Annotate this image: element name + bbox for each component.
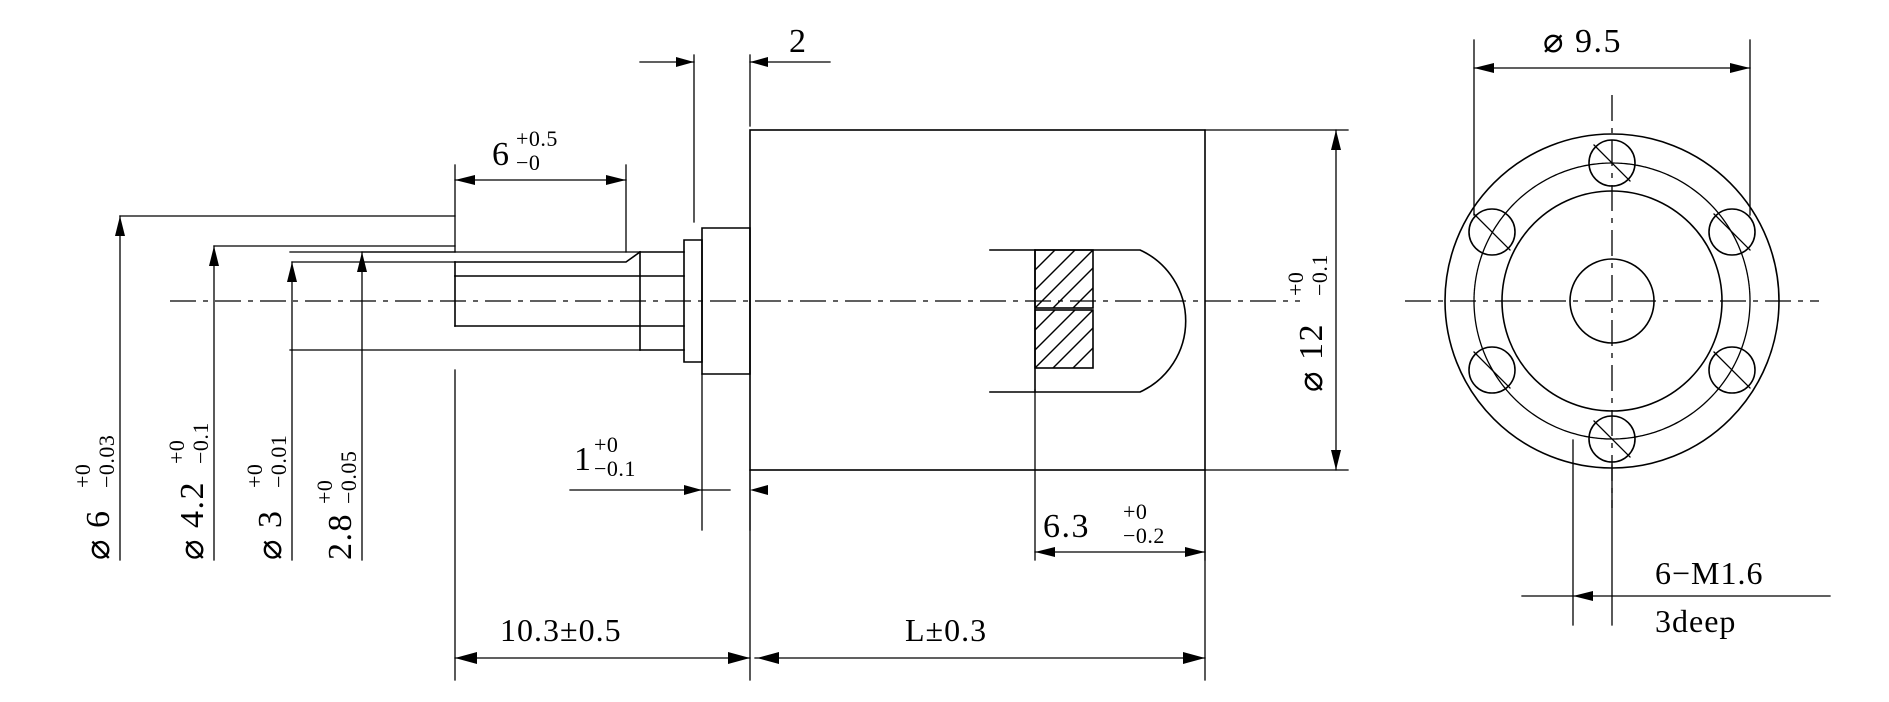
callout-thread-line1: 6−M1.6 — [1655, 555, 1764, 591]
arrowhead — [728, 652, 750, 664]
hatch-block-lower — [1034, 309, 1094, 369]
arrowhead — [676, 57, 694, 67]
hatch-block-upper — [1034, 249, 1094, 309]
arrowhead — [115, 216, 125, 236]
dim-label-63-base: 6.3 — [1043, 508, 1090, 545]
dimension-dia-6: ⌀ 6 +0 −0.03 — [70, 215, 456, 561]
dim-label-1-base: 1 — [574, 441, 593, 478]
arrowhead — [287, 262, 297, 282]
dim-label-1-lower-tol: −0.1 — [594, 456, 636, 481]
tapped-hole — [1708, 346, 1756, 394]
dimension-bolt-circle-9-5: ⌀ 9.5 — [1473, 23, 1751, 216]
dim-label-dia3-lower-tol: −0.01 — [266, 435, 291, 488]
hatch-lines-upper — [1034, 249, 1094, 309]
tapped-hole — [1708, 208, 1756, 256]
dim-label-dia42-upper-tol: +0 — [164, 440, 189, 464]
dim-label-63-upper-tol: +0 — [1123, 499, 1147, 524]
dim-label-dia95: ⌀ 9.5 — [1543, 23, 1622, 60]
arrowhead — [1183, 652, 1205, 664]
dim-label-63-lower-tol: −0.2 — [1123, 523, 1165, 548]
dim-label-dia12-upper-tol: +0 — [1283, 272, 1308, 296]
dim-label-dia42-lower-tol: −0.1 — [188, 422, 213, 464]
dim-label-L: L±0.3 — [905, 612, 987, 648]
dim-label-28-lower-tol: −0.05 — [336, 451, 361, 504]
arrowhead — [1331, 450, 1341, 470]
gearbox-collar — [683, 239, 703, 363]
dim-label-1-upper-tol: +0 — [594, 432, 618, 457]
dim-label-dia6-upper-tol: +0 — [70, 464, 95, 488]
rotor-envelope — [989, 249, 1187, 393]
dim-label-6-base: 6 — [492, 136, 511, 173]
side-view-geometry — [170, 129, 1300, 471]
dim-label-28-base: 2.8 — [322, 513, 359, 560]
arrowhead — [357, 252, 367, 272]
dimension-length-L: L±0.3 — [754, 469, 1206, 681]
arrowhead — [757, 652, 779, 664]
dim-label-10-3: 10.3±0.5 — [500, 612, 622, 648]
dimension-dia-3: ⌀ 3 +0 −0.01 — [242, 261, 456, 561]
arrowhead — [455, 175, 475, 185]
arrowhead — [209, 246, 219, 266]
dim-label-28-upper-tol: +0 — [312, 480, 337, 504]
dim-label-6-upper-tol: +0.5 — [516, 126, 558, 151]
dim-label-dia12-lower-tol: −0.1 — [1307, 254, 1332, 296]
arrowhead — [1730, 63, 1750, 73]
dim-label-dia6-lower-tol: −0.03 — [94, 435, 119, 488]
arrowhead — [750, 57, 768, 67]
section-hatch-group — [1034, 249, 1094, 369]
arrowhead — [1331, 130, 1341, 150]
dimension-flat-6-3: 6.3 +0 −0.2 — [1034, 389, 1206, 561]
dimension-shaft-step-6: 6 +0.5 −0 — [454, 126, 627, 253]
arrowhead — [1573, 591, 1593, 601]
dimension-length-10-3: 10.3±0.5 — [454, 369, 751, 681]
arrowhead — [750, 485, 768, 495]
arrowhead — [1474, 63, 1494, 73]
callout-thread-6-m16: 6−M1.6 3deep — [1521, 439, 1831, 639]
arrowhead — [684, 485, 702, 495]
arrowhead — [1035, 547, 1055, 557]
motor-body-outline — [749, 129, 1206, 471]
arrowhead — [455, 652, 477, 664]
tapped-hole — [1468, 208, 1516, 256]
arrowhead — [1185, 547, 1205, 557]
dim-label-6-lower-tol: −0 — [516, 150, 540, 175]
dim-label-2: 2 — [789, 23, 808, 60]
dim-label-dia3-upper-tol: +0 — [242, 464, 267, 488]
dimension-dia-12: ⌀ 12 +0 −0.1 — [1204, 129, 1349, 471]
callout-thread-line2: 3deep — [1655, 603, 1736, 639]
hatch-lines-lower — [1034, 309, 1094, 369]
dim-label-dia12-base: ⌀ 12 — [1293, 323, 1330, 392]
dimension-step-1: 1 +0 −0.1 — [569, 373, 768, 531]
shaft-flat-upper — [454, 250, 642, 263]
front-view-geometry — [1405, 95, 1819, 508]
dimension-width-2-8: 2.8 +0 −0.05 — [312, 251, 456, 561]
dimension-dia-4-2: ⌀ 4.2 +0 −0.1 — [164, 245, 456, 561]
dimension-top-width-2: 2 — [639, 23, 831, 223]
tapped-hole — [1468, 346, 1516, 394]
dim-label-dia3-base: ⌀ 3 — [252, 510, 289, 560]
dim-label-dia6-base: ⌀ 6 — [80, 510, 117, 560]
arrowhead — [606, 175, 626, 185]
dim-label-dia42-base: ⌀ 4.2 — [174, 481, 211, 560]
